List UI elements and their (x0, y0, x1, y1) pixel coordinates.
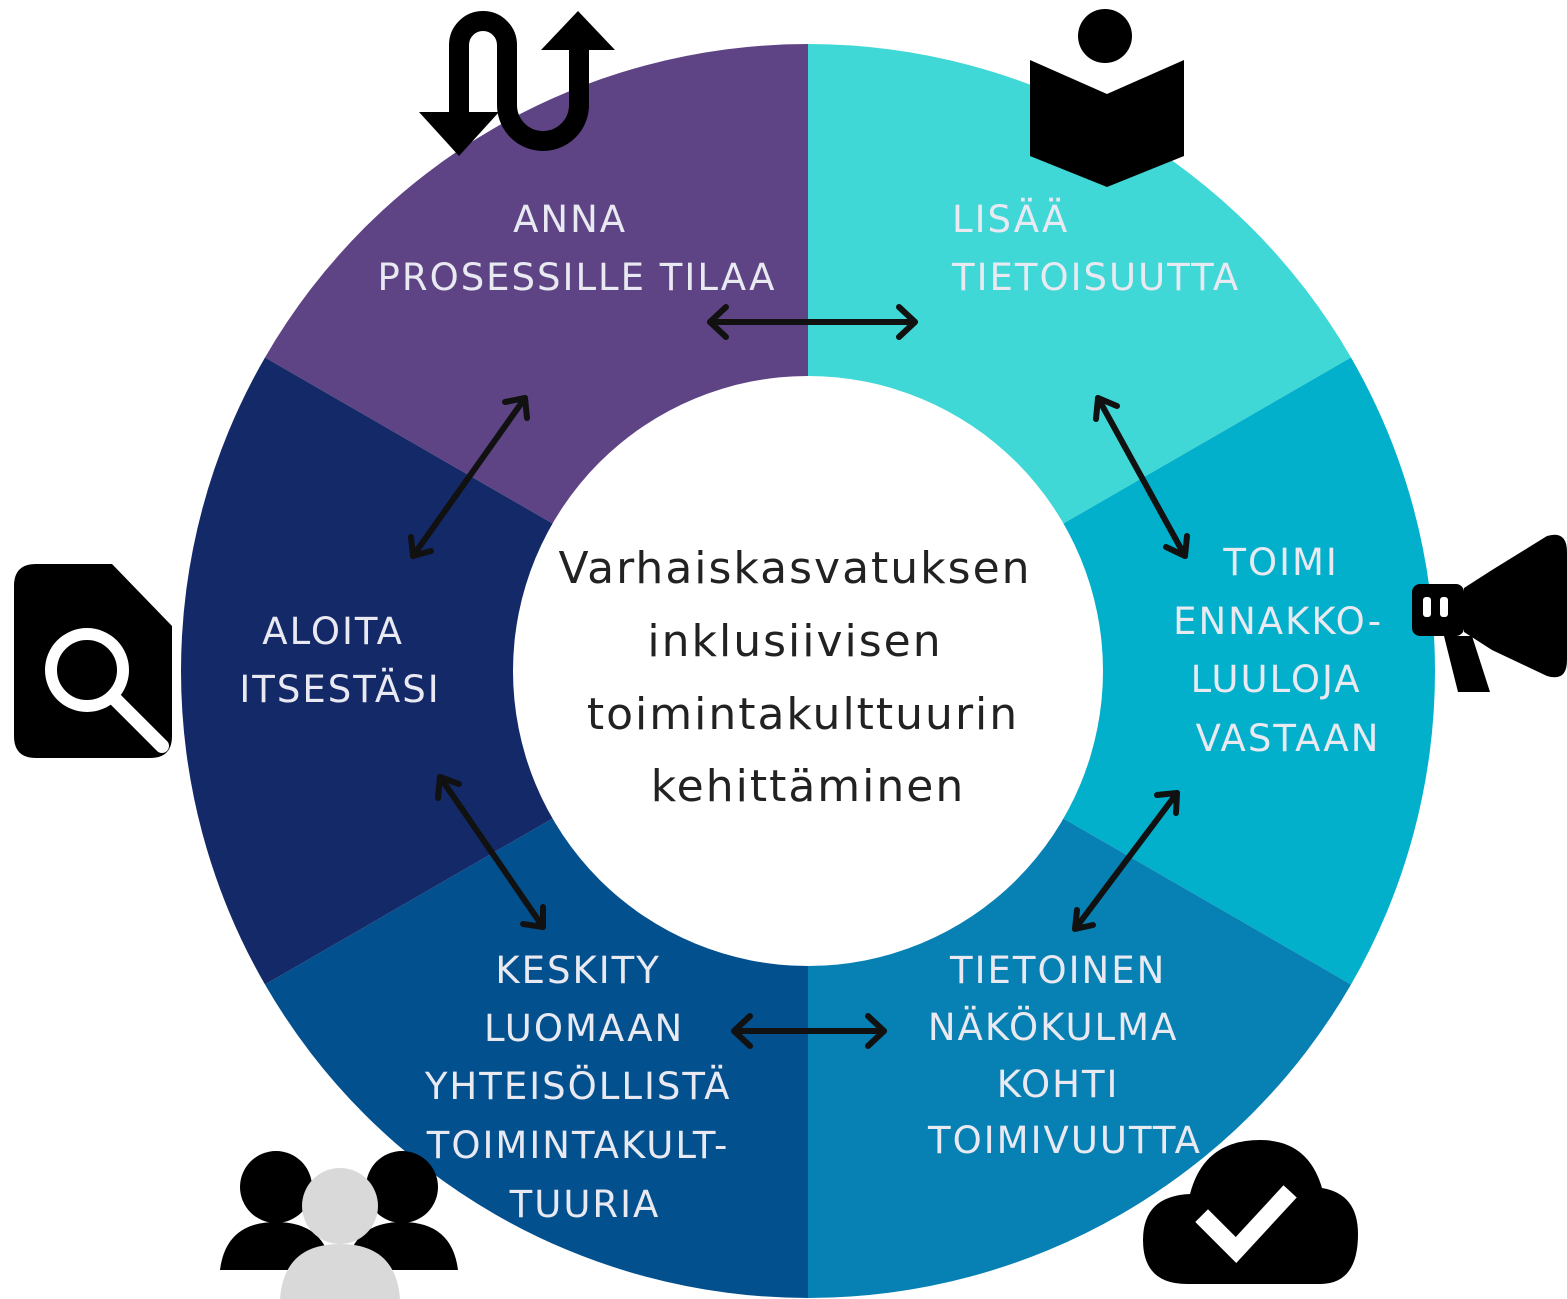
double-arrow-bottom (731, 1013, 887, 1049)
segment-toimi (808, 357, 1436, 985)
segment-label-anna: ANNA PROSESSILLE TILAA (378, 198, 777, 299)
double-arrow-lower-left (435, 774, 546, 930)
segment-label-lisaa: LISÄÄ TIETOISUUTTA (951, 198, 1240, 299)
segment-label-tietoinen: TIETOINEN NÄKÖKULMA KOHTI TOIMIVUUTTA (927, 949, 1202, 1162)
file-search-icon (14, 564, 172, 758)
segment-label-keskity: KESKITY LUOMAAN YHTEISÖLLISTÄ TOIMINTAKU… (424, 949, 745, 1226)
segment-label-aloita: ALOITA ITSESTÄSI (239, 610, 440, 711)
reading-person-icon (1030, 9, 1184, 187)
center-title: Varhaiskasvatuksen inklusiivisen toimint… (558, 543, 1047, 812)
double-arrow-upper-right (1093, 395, 1190, 559)
double-arrow-upper-left (408, 395, 530, 559)
segment-aloita (180, 357, 808, 985)
arrows (408, 304, 1190, 1049)
center-circle (513, 376, 1103, 966)
segment-label-toimi: TOIMI ENNAKKO- LUULOJA VASTAAN (1173, 541, 1397, 760)
double-arrow-top (707, 304, 918, 340)
double-arrow-lower-right (1072, 790, 1180, 932)
megaphone-icon (1412, 534, 1567, 692)
cloud-check-icon (1143, 1140, 1358, 1284)
people-group-icon (220, 1151, 458, 1299)
u-turn-arrows-icon (419, 11, 615, 156)
